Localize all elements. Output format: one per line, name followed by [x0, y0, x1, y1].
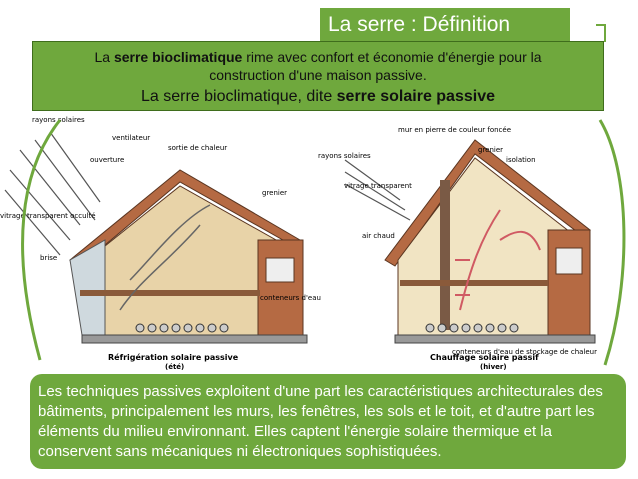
left-caption-main: Réfrigération solaire passive	[108, 352, 239, 362]
right-label-hot-air: air chaud	[362, 232, 395, 240]
right-ext-window	[555, 247, 583, 275]
left-label-opening: ouverture	[90, 156, 124, 164]
left-label-heat-out: sortie de chaleur	[168, 144, 227, 152]
right-label-attic: grenier	[478, 146, 503, 154]
left-caption-sub: (été)	[165, 363, 184, 371]
right-label-wall: mur en pierre de couleur foncée	[398, 126, 511, 134]
intro-box: La serre bioclimatique rime avec confort…	[32, 41, 604, 111]
right-arc-decoration	[598, 119, 626, 366]
right-hot-air-arrows	[455, 209, 541, 311]
intro-line-2: construction d'une maison passive.	[209, 67, 427, 83]
right-wall	[397, 157, 571, 336]
left-wall	[84, 185, 286, 336]
left-floor	[80, 290, 260, 296]
left-label-fan: ventilateur	[112, 134, 150, 142]
right-house: mur en pierre de couleur foncée rayons s…	[318, 126, 597, 371]
left-glazing	[69, 239, 106, 336]
left-label-attic: grenier	[262, 189, 287, 197]
right-caption-sub: (hiver)	[480, 363, 507, 371]
description-text: Les techniques passives exploitent d'une…	[38, 383, 603, 460]
right-label-glazing: vitrage transparent	[344, 182, 412, 190]
left-sun-rays	[4, 131, 101, 256]
left-label-brise: brise	[40, 254, 57, 262]
right-label-rays: rayons solaires	[318, 152, 371, 160]
left-arc-decoration	[21, 119, 62, 361]
right-floor	[400, 280, 548, 286]
title-frame-decoration	[596, 24, 606, 42]
left-air-arrows	[119, 204, 211, 311]
slide-title: La serre : Définition	[320, 8, 570, 42]
left-ext-window	[265, 257, 295, 283]
right-sun-rays	[344, 159, 411, 221]
left-label-water: conteneurs d'eau	[260, 294, 321, 302]
house-diagram: rayons solaires ventilateur ouverture so…	[0, 116, 626, 371]
right-foundation	[394, 334, 596, 344]
description-box: Les techniques passives exploitent d'une…	[30, 374, 626, 469]
left-water-containers	[135, 323, 229, 333]
intro-line-1: La serre bioclimatique rime avec confort…	[94, 49, 542, 65]
right-stone-wall	[440, 180, 450, 330]
right-label-insulation: isolation	[506, 156, 536, 164]
right-extension	[547, 229, 591, 336]
left-foundation	[81, 334, 308, 344]
right-caption-main: Chauffage solaire passif	[430, 353, 539, 362]
left-label-glazing: vitrage transparent occulté	[0, 212, 96, 220]
intro-line-3: La serre bioclimatique, dite serre solai…	[141, 88, 495, 105]
left-extension	[257, 239, 304, 336]
left-house: rayons solaires ventilateur ouverture so…	[0, 116, 321, 371]
right-water-containers	[425, 323, 519, 333]
right-label-storage: conteneurs d'eau de stockage de chaleur	[452, 348, 597, 356]
